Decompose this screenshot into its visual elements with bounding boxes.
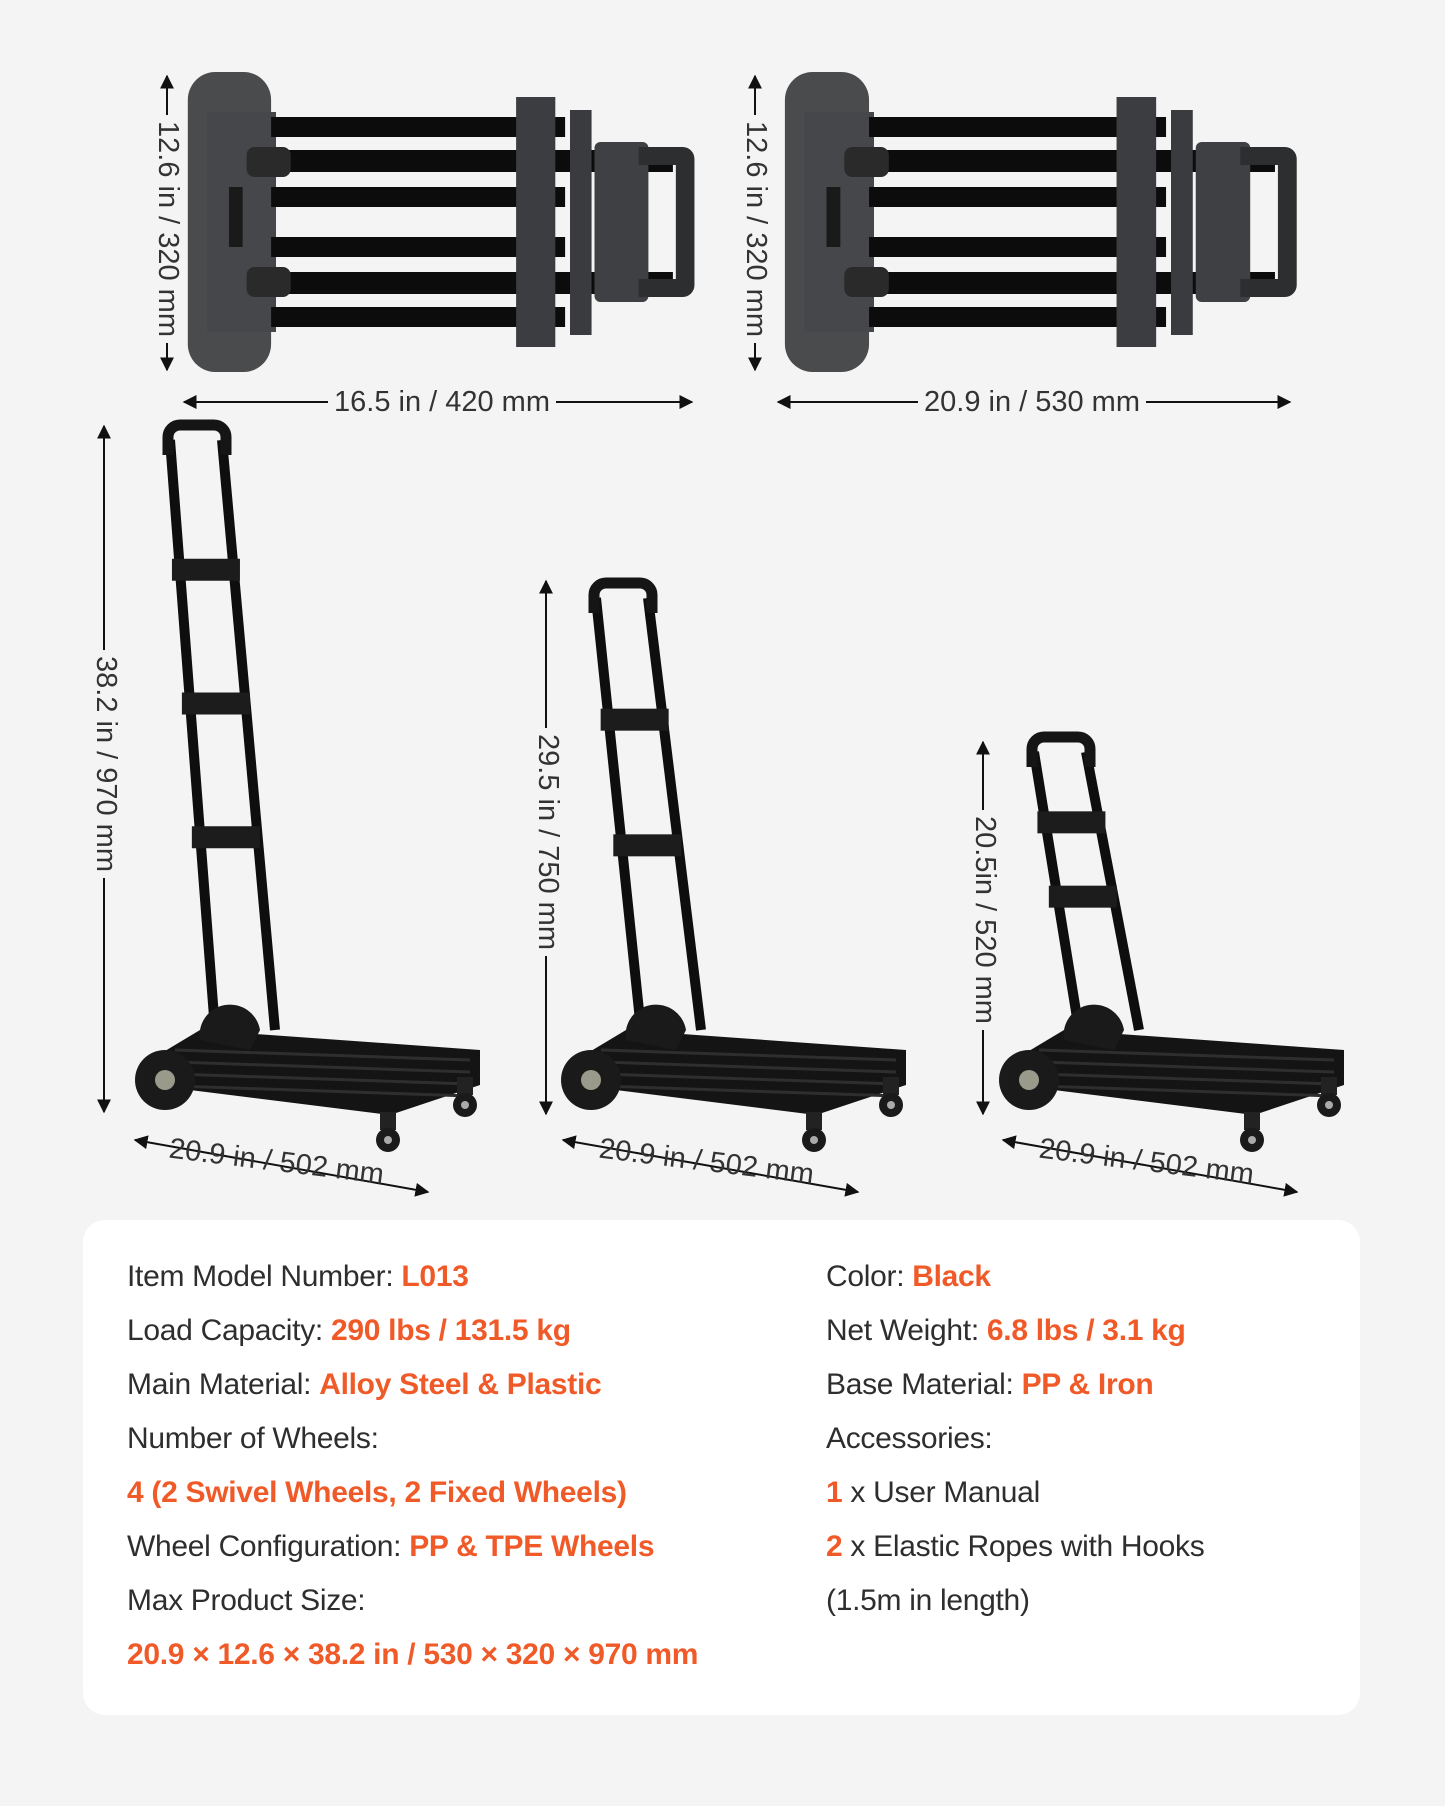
spec-row-right: Color: Black: [826, 1262, 991, 1292]
folded-height-label-right: 12.6 in / 320 mm: [740, 115, 772, 343]
height-label-min: 20.5in / 520 mm: [969, 810, 1001, 1030]
spec-row-right: 1 x User Manual: [826, 1478, 1040, 1508]
spec-label: Load Capacity:: [127, 1314, 331, 1347]
folded-length-label-short: 16.5 in / 420 mm: [328, 388, 556, 417]
spec-label: Wheel Configuration:: [127, 1530, 410, 1563]
trolley-extended-max: [135, 419, 480, 1152]
spec-value: L013: [401, 1260, 469, 1293]
spec-value: 6.8 lbs / 3.1 kg: [986, 1314, 1186, 1347]
spec-label: Accessories:: [826, 1422, 993, 1455]
folded-height-label-left: 12.6 in / 320 mm: [152, 115, 184, 343]
trolley-extended-min: [999, 731, 1344, 1152]
spec-label: Max Product Size:: [127, 1584, 366, 1617]
spec-row-left: Number of Wheels:: [127, 1424, 379, 1454]
spec-label: x User Manual: [842, 1476, 1040, 1509]
spec-value: 290 lbs / 131.5 kg: [330, 1314, 571, 1347]
folded-trolley-long: [784, 72, 1297, 372]
spec-value: 20.9 × 12.6 × 38.2 in / 530 × 320 × 970 …: [127, 1638, 699, 1671]
spec-value: 4 (2 Swivel Wheels, 2 Fixed Wheels): [127, 1476, 627, 1509]
spec-value: 2: [826, 1530, 843, 1563]
spec-value: Alloy Steel & Plastic: [319, 1368, 602, 1401]
spec-label: (1.5m in length): [826, 1584, 1030, 1617]
spec-row-left: Load Capacity: 290 lbs / 131.5 kg: [127, 1316, 571, 1346]
spec-row-left: 20.9 × 12.6 × 38.2 in / 530 × 320 × 970 …: [127, 1640, 698, 1670]
spec-row-right: Accessories:: [826, 1422, 993, 1455]
spec-row-left: 4 (2 Swivel Wheels, 2 Fixed Wheels): [127, 1478, 627, 1508]
spec-value: PP & TPE Wheels: [409, 1530, 655, 1563]
height-label-max: 38.2 in / 970 mm: [90, 650, 122, 878]
spec-row-left: Wheel Configuration: PP & TPE Wheels: [127, 1530, 655, 1563]
height-label-mid: 29.5 in / 750 mm: [532, 728, 564, 956]
spec-row-right: (1.5m in length): [826, 1586, 1030, 1616]
spec-label: Color:: [826, 1260, 913, 1293]
spec-label: Number of Wheels:: [127, 1422, 379, 1455]
spec-row-left: Main Material: Alloy Steel & Plastic: [127, 1368, 602, 1401]
spec-label: x Elastic Ropes with Hooks: [842, 1530, 1205, 1563]
spec-row-left: Max Product Size:: [127, 1584, 366, 1617]
spec-value: Black: [912, 1260, 991, 1293]
spec-row-right: Base Material: PP & Iron: [826, 1368, 1154, 1401]
spec-label: Main Material:: [127, 1368, 320, 1401]
spec-row-left: Item Model Number: L013: [127, 1262, 469, 1292]
spec-row-right: Net Weight: 6.8 lbs / 3.1 kg: [826, 1316, 1186, 1346]
spec-label: Item Model Number:: [127, 1260, 402, 1293]
folded-length-label-long: 20.9 in / 530 mm: [918, 388, 1146, 417]
spec-value: 1: [826, 1476, 843, 1509]
trolley-extended-mid: [561, 577, 906, 1152]
spec-label: Net Weight:: [826, 1314, 987, 1347]
spec-label: Base Material:: [826, 1368, 1022, 1401]
spec-value: PP & Iron: [1021, 1368, 1154, 1401]
spec-row-right: 2 x Elastic Ropes with Hooks: [826, 1530, 1205, 1563]
folded-trolley-short: [187, 72, 695, 372]
